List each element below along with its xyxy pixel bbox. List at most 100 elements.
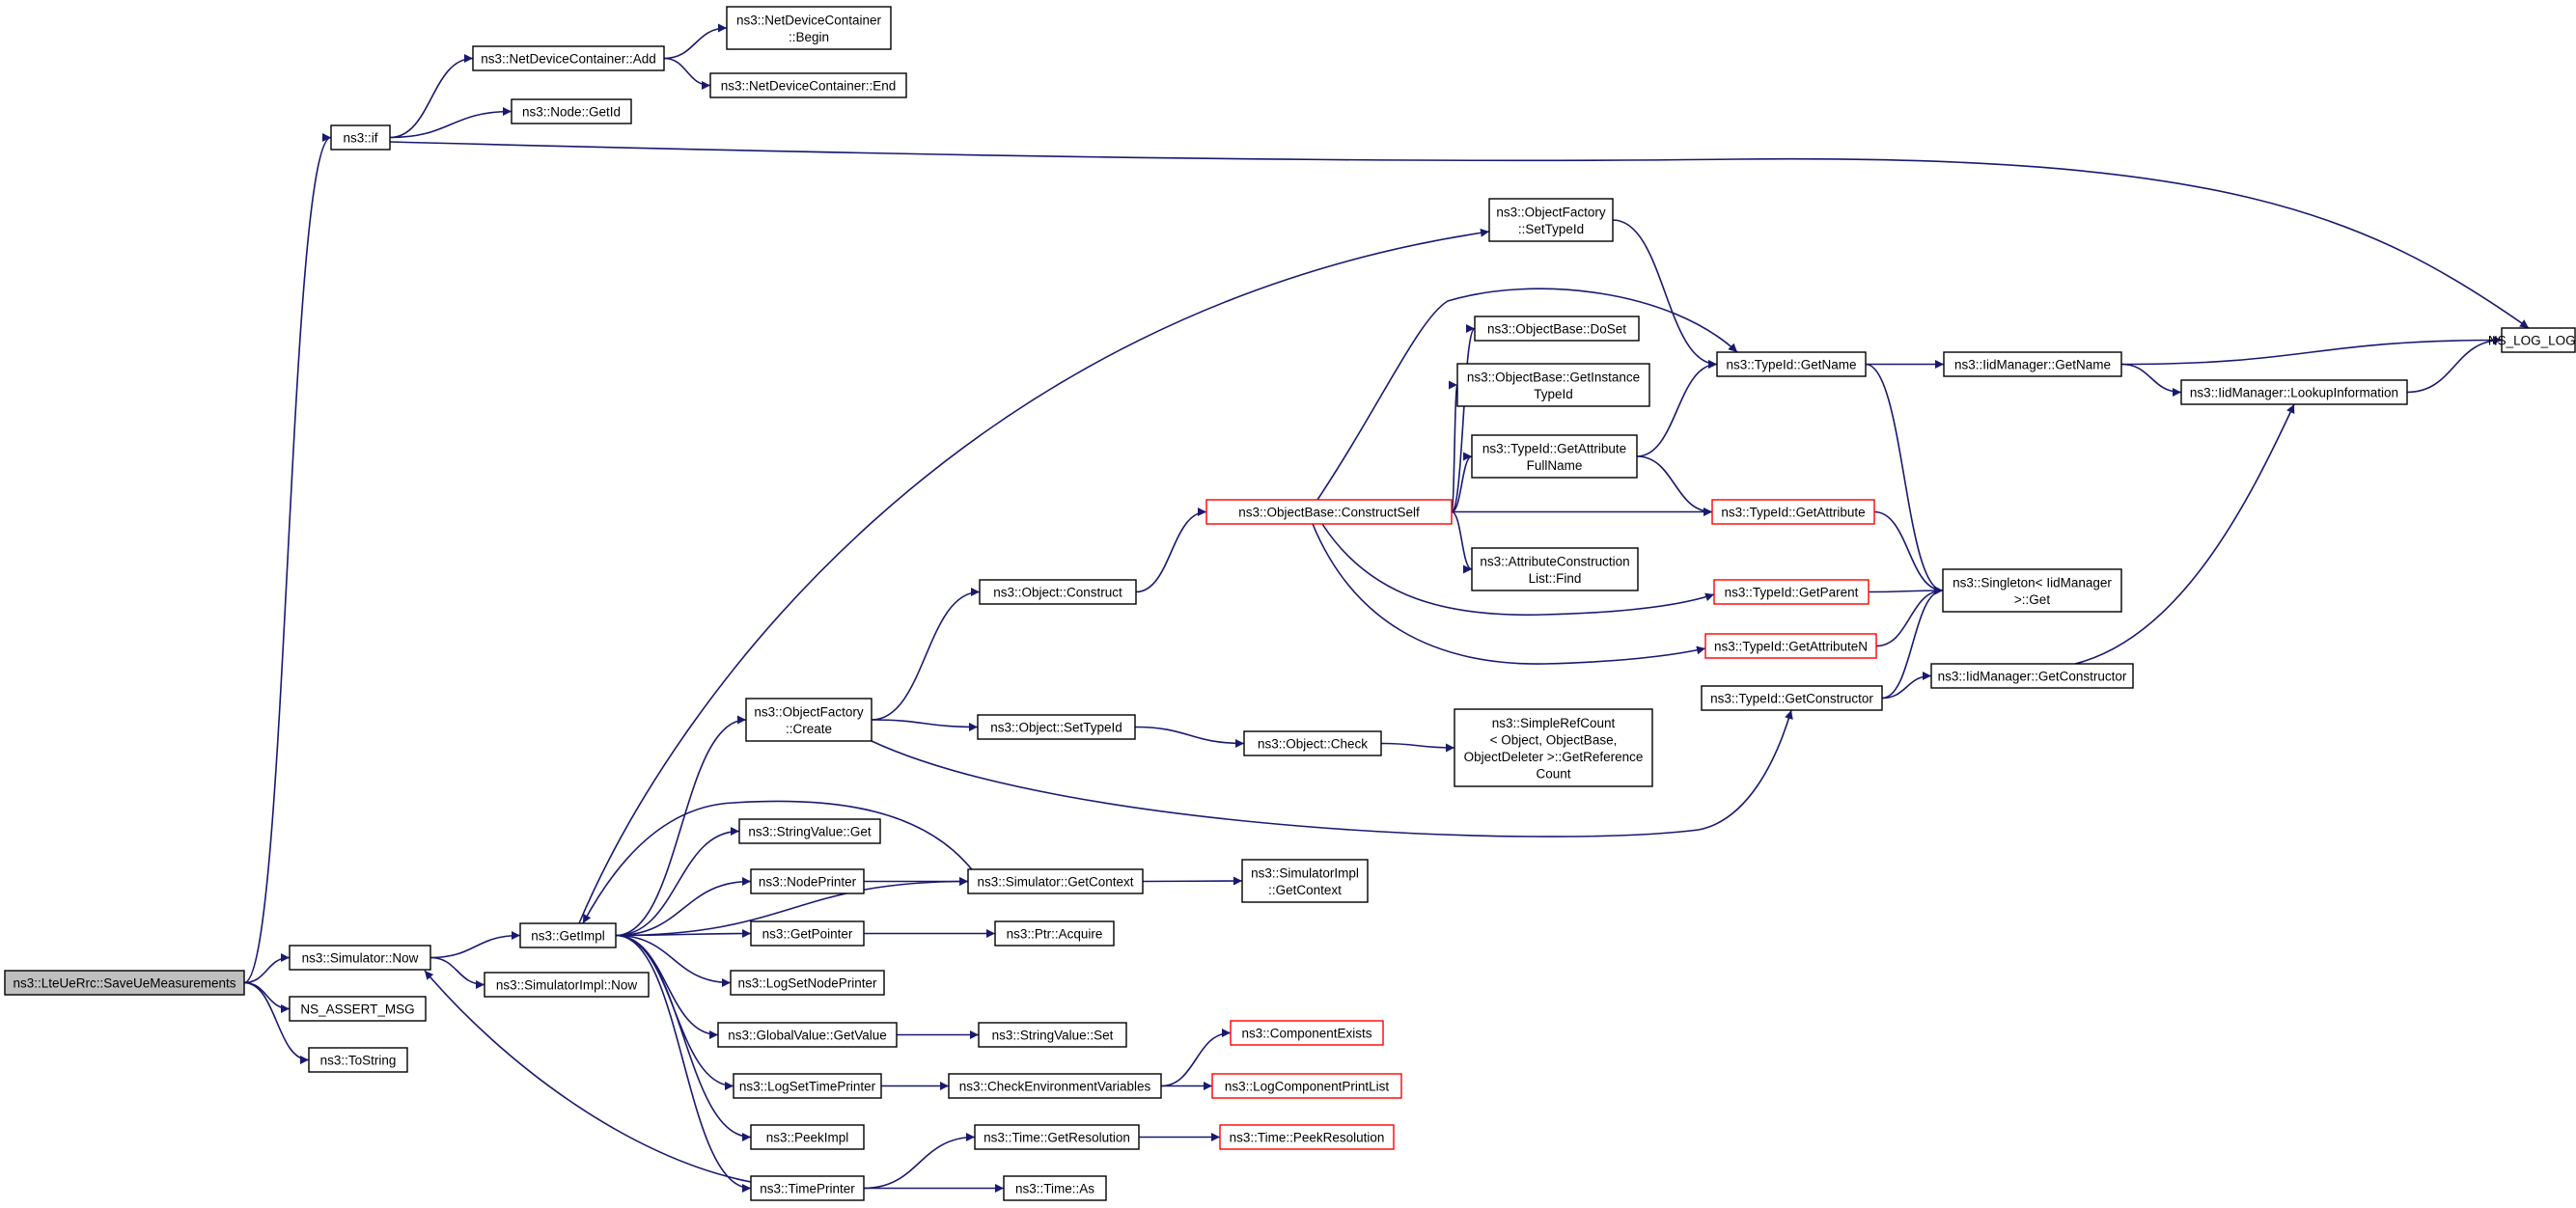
- node-ofCreate[interactable]: ns3::ObjectFactory::Create: [745, 698, 873, 742]
- node-box[interactable]: [974, 1124, 1140, 1150]
- node-compExists[interactable]: ns3::ComponentExists: [1230, 1020, 1384, 1046]
- node-typeGetName[interactable]: ns3::TypeId::GetName: [1716, 351, 1867, 377]
- node-box[interactable]: [484, 972, 650, 998]
- node-box[interactable]: [1211, 1073, 1402, 1099]
- node-ndcEnd[interactable]: ns3::NetDeviceContainer::End: [709, 72, 907, 98]
- node-box[interactable]: [289, 945, 431, 971]
- node-box[interactable]: [1716, 351, 1867, 377]
- node-typeGetCons[interactable]: ns3::TypeId::GetConstructor: [1701, 685, 1883, 711]
- node-box[interactable]: [750, 920, 865, 947]
- node-box[interactable]: [733, 1073, 882, 1099]
- node-box[interactable]: [330, 124, 391, 151]
- node-box[interactable]: [472, 45, 665, 71]
- node-box[interactable]: [1241, 859, 1369, 903]
- node-box[interactable]: [1205, 499, 1453, 525]
- node-box[interactable]: [1930, 663, 2134, 689]
- node-root[interactable]: ns3::LteUeRrc::SaveUeMeasurements: [4, 970, 245, 996]
- node-box[interactable]: [738, 818, 881, 844]
- node-toString[interactable]: ns3::ToString: [308, 1047, 408, 1073]
- node-box[interactable]: [1711, 499, 1875, 525]
- node-box[interactable]: [1713, 579, 1870, 605]
- node-box[interactable]: [745, 698, 873, 742]
- node-ndcAdd[interactable]: ns3::NetDeviceContainer::Add: [472, 45, 665, 71]
- node-box[interactable]: [726, 6, 892, 50]
- node-objSetTypeId[interactable]: ns3::Object::SetTypeId: [977, 714, 1136, 740]
- node-box[interactable]: [1219, 1124, 1395, 1150]
- node-box[interactable]: [977, 714, 1136, 740]
- node-box[interactable]: [978, 1022, 1127, 1048]
- node-gvGetValue[interactable]: ns3::GlobalValue::GetValue: [717, 1022, 898, 1048]
- node-box[interactable]: [511, 98, 632, 124]
- node-box[interactable]: [1003, 1175, 1107, 1201]
- node-getPointer[interactable]: ns3::GetPointer: [750, 920, 865, 947]
- node-logCompPrint[interactable]: ns3::LogComponentPrintList: [1211, 1073, 1402, 1099]
- node-simNow[interactable]: ns3::Simulator::Now: [289, 945, 431, 971]
- node-timePrinter[interactable]: ns3::TimePrinter: [750, 1175, 865, 1201]
- node-box[interactable]: [750, 1175, 865, 1201]
- node-box[interactable]: [750, 1124, 865, 1150]
- node-box[interactable]: [948, 1073, 1162, 1099]
- node-strGet[interactable]: ns3::StringValue::Get: [738, 818, 881, 844]
- node-iidGetCons[interactable]: ns3::IidManager::GetConstructor: [1930, 663, 2134, 689]
- node-simImplNow[interactable]: ns3::SimulatorImpl::Now: [484, 972, 650, 998]
- node-iidLookup[interactable]: ns3::IidManager::LookupInformation: [2180, 379, 2408, 405]
- node-ofSetTypeId[interactable]: ns3::ObjectFactory::SetTypeId: [1488, 198, 1614, 242]
- node-peekImpl[interactable]: ns3::PeekImpl: [750, 1124, 865, 1150]
- node-box[interactable]: [709, 72, 907, 98]
- node-strSet[interactable]: ns3::StringValue::Set: [978, 1022, 1127, 1048]
- node-ndcBegin[interactable]: ns3::NetDeviceContainer::Begin: [726, 6, 892, 50]
- node-logSetTimePrinter[interactable]: ns3::LogSetTimePrinter: [733, 1073, 882, 1099]
- node-box[interactable]: [730, 970, 885, 996]
- node-box[interactable]: [2180, 379, 2408, 405]
- node-box[interactable]: [750, 868, 865, 894]
- node-box[interactable]: [1230, 1020, 1384, 1046]
- node-box[interactable]: [1456, 363, 1650, 407]
- node-nodeGetId[interactable]: ns3::Node::GetId: [511, 98, 632, 124]
- node-timeGetRes[interactable]: ns3::Time::GetResolution: [974, 1124, 1140, 1150]
- node-box[interactable]: [308, 1047, 408, 1073]
- node-iidGetName[interactable]: ns3::IidManager::GetName: [1943, 351, 2122, 377]
- node-objCheck[interactable]: ns3::Object::Check: [1243, 730, 1382, 756]
- node-getImpl[interactable]: ns3::GetImpl: [519, 922, 617, 948]
- node-box[interactable]: [1488, 198, 1614, 242]
- node-box[interactable]: [967, 868, 1144, 894]
- node-nodePrinter[interactable]: ns3::NodePrinter: [750, 868, 865, 894]
- node-simpleRef[interactable]: ns3::SimpleRefCount< Object, ObjectBase,…: [1454, 708, 1653, 787]
- node-typeGetAttrN[interactable]: ns3::TypeId::GetAttributeN: [1704, 633, 1877, 659]
- node-box[interactable]: [2501, 327, 2576, 353]
- node-typeGetAttr[interactable]: ns3::TypeId::GetAttribute: [1711, 499, 1875, 525]
- node-timePeekRes[interactable]: ns3::Time::PeekResolution: [1219, 1124, 1395, 1150]
- node-box[interactable]: [1701, 685, 1883, 711]
- node-box[interactable]: [289, 996, 427, 1022]
- node-box[interactable]: [1471, 434, 1638, 479]
- node-checkEnv[interactable]: ns3::CheckEnvironmentVariables: [948, 1073, 1162, 1099]
- node-box[interactable]: [1243, 730, 1382, 756]
- node-if[interactable]: ns3::if: [330, 124, 391, 151]
- node-box[interactable]: [1943, 351, 2122, 377]
- node-box[interactable]: [4, 970, 245, 996]
- node-singletonGet[interactable]: ns3::Singleton< IidManager >::Get: [1942, 568, 2122, 613]
- node-typeGetParent[interactable]: ns3::TypeId::GetParent: [1713, 579, 1870, 605]
- node-box[interactable]: [1942, 568, 2122, 613]
- node-box[interactable]: [1474, 316, 1640, 342]
- node-obDoSet[interactable]: ns3::ObjectBase::DoSet: [1474, 316, 1640, 342]
- node-simGetCtx[interactable]: ns3::Simulator::GetContext: [967, 868, 1144, 894]
- node-box[interactable]: [1454, 708, 1653, 787]
- node-box[interactable]: [994, 920, 1115, 947]
- node-simImplGetCtx[interactable]: ns3::SimulatorImpl::GetContext: [1241, 859, 1369, 903]
- node-box[interactable]: [519, 922, 617, 948]
- node-timeAs[interactable]: ns3::Time::As: [1003, 1175, 1107, 1201]
- node-ptrAcquire[interactable]: ns3::Ptr::Acquire: [994, 920, 1115, 947]
- node-objConstruct[interactable]: ns3::Object::Construct: [979, 579, 1137, 605]
- node-box[interactable]: [1704, 633, 1877, 659]
- node-box[interactable]: [717, 1022, 898, 1048]
- node-nslog[interactable]: NS_LOG_LOGIC: [2488, 327, 2576, 353]
- node-box[interactable]: [979, 579, 1137, 605]
- node-assertMsg[interactable]: NS_ASSERT_MSG: [289, 996, 427, 1022]
- node-logSetNodePrinter[interactable]: ns3::LogSetNodePrinter: [730, 970, 885, 996]
- node-box[interactable]: [1471, 547, 1639, 591]
- node-obConstructSelf[interactable]: ns3::ObjectBase::ConstructSelf: [1205, 499, 1453, 525]
